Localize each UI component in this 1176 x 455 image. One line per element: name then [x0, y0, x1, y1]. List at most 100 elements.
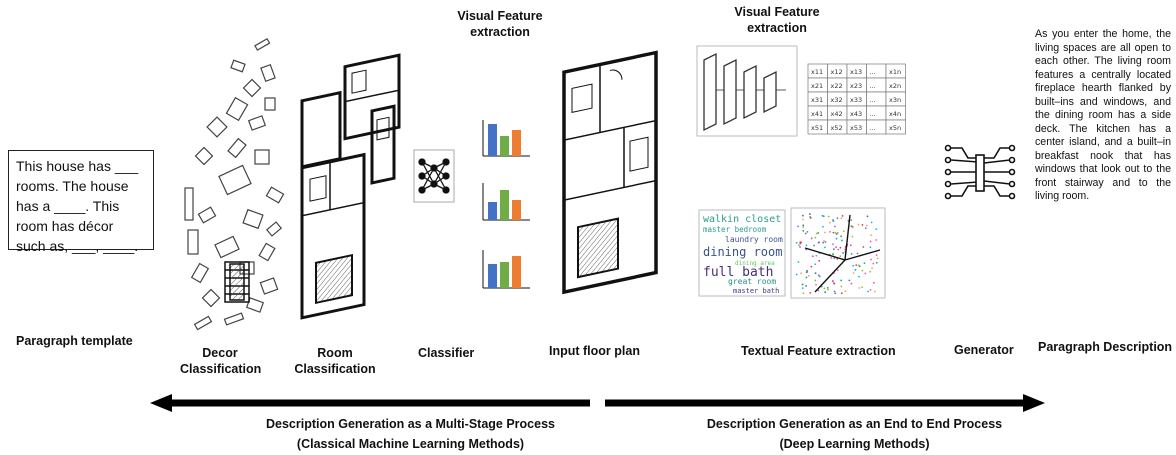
scatter-dot	[831, 252, 834, 255]
bar-chart-1	[482, 120, 530, 157]
scatter-dot	[835, 233, 838, 235]
scatter-dot	[804, 232, 807, 235]
scatter-dot	[810, 265, 813, 268]
scatter-dot	[852, 264, 855, 267]
word-full-bath: full bath	[703, 265, 773, 280]
scatter-dot	[832, 248, 835, 251]
scatter-dot	[836, 217, 839, 220]
scatter-dot	[814, 272, 817, 275]
scatter-dot	[866, 215, 869, 218]
scatter-dot	[833, 257, 836, 260]
scatter-dot	[872, 281, 875, 284]
scatter-dot	[849, 244, 852, 247]
scatter-dot	[824, 241, 827, 243]
scatter-dot	[840, 292, 843, 295]
scatter-dot	[799, 241, 802, 244]
scatter-dot	[801, 287, 804, 289]
scatter-dot	[876, 257, 879, 260]
scatter-dot	[858, 275, 860, 278]
paragraph-template-label: Paragraph template	[16, 334, 133, 348]
scatter-dot	[858, 287, 861, 289]
scatter-dot	[832, 219, 834, 222]
scatter-dot	[822, 241, 825, 244]
scatter-dot	[815, 232, 818, 235]
scatter-dot	[837, 248, 840, 251]
scatter-dot	[814, 263, 817, 266]
scatter-dot	[818, 241, 821, 244]
scatter-dot	[824, 231, 826, 234]
scatter-dot	[841, 215, 844, 217]
scatter-dot	[867, 290, 870, 293]
scatter-dot	[839, 255, 842, 258]
cnn-feature-box	[696, 45, 798, 137]
classifier-network-icon	[413, 149, 455, 203]
scatter-dot	[870, 234, 873, 237]
scatter-dot	[869, 270, 872, 273]
scatter-dot	[865, 224, 868, 227]
scatter-dot	[801, 214, 804, 217]
word-master-bath: master bath	[733, 287, 779, 295]
template-text: This house has ___ rooms. The house has …	[16, 158, 139, 254]
matrix-cell	[885, 119, 906, 135]
scatter-dot	[811, 255, 814, 258]
scatter-dot	[817, 289, 820, 292]
scatter-dot	[855, 264, 858, 267]
matrix-cell-label: x21	[811, 82, 823, 90]
decor-items	[184, 37, 285, 331]
paragraph-description-text: As you enter the home, the living spaces…	[1035, 28, 1171, 202]
matrix-cell-label: x2n	[889, 82, 901, 90]
matrix-cell-label: x41	[811, 110, 823, 118]
matrix-cell-label: x11	[811, 68, 823, 76]
scatter-dot	[802, 224, 805, 227]
scatter-dot	[802, 229, 805, 232]
matrix-cell-label: x13	[850, 68, 862, 76]
scatter-dot	[850, 225, 853, 228]
matrix-cell-label: x1n	[889, 68, 901, 76]
scatter-dot	[842, 252, 844, 254]
scatter-dot	[827, 215, 830, 218]
matrix-cell-label: ...	[870, 110, 876, 118]
scatter-dot	[840, 235, 842, 238]
scatter-dot	[861, 224, 864, 226]
word-cloud: walkin closet master bedroom laundry roo…	[698, 209, 786, 297]
input-floor-plan-label: Input floor plan	[549, 344, 640, 358]
multi-stage-caption: Description Generation as a Multi-Stage …	[266, 417, 555, 451]
scatter-dot	[802, 218, 804, 221]
generator-label: Generator	[954, 343, 1014, 357]
generator-network-icon	[944, 144, 1016, 200]
scatter-dot	[875, 239, 878, 241]
embedding-scatter	[790, 207, 886, 299]
scatter-dot	[809, 291, 812, 294]
scatter-dot	[815, 254, 818, 257]
classifier-label: Classifier	[418, 346, 475, 360]
scatter-dot	[844, 290, 847, 293]
left-arrow	[150, 394, 590, 412]
scatter-dot	[818, 259, 821, 262]
scatter-dot	[852, 272, 855, 274]
scatter-dot	[799, 242, 802, 245]
scatter-dot	[833, 290, 836, 293]
scatter-dot	[797, 225, 799, 228]
word-walkin-closet: walkin closet	[703, 214, 781, 225]
bar-chart-2	[482, 183, 530, 221]
scatter-dot	[841, 239, 843, 242]
matrix-cell-label: x52	[831, 124, 843, 132]
scatter-dot	[809, 216, 812, 218]
input-floor-plan	[562, 50, 658, 295]
scatter-dot	[805, 285, 808, 287]
scatter-dot	[862, 246, 865, 248]
matrix-cell-label: x22	[831, 82, 843, 90]
scatter-dot	[864, 227, 867, 230]
scatter-dot	[839, 246, 842, 249]
scatter-dot	[824, 291, 827, 294]
scatter-dot	[857, 264, 860, 267]
scatter-dot	[808, 274, 810, 277]
scatter-dot	[836, 269, 839, 272]
scatter-dot	[828, 221, 831, 224]
room-floor-plan	[300, 53, 401, 320]
scatter-dot	[824, 246, 826, 249]
